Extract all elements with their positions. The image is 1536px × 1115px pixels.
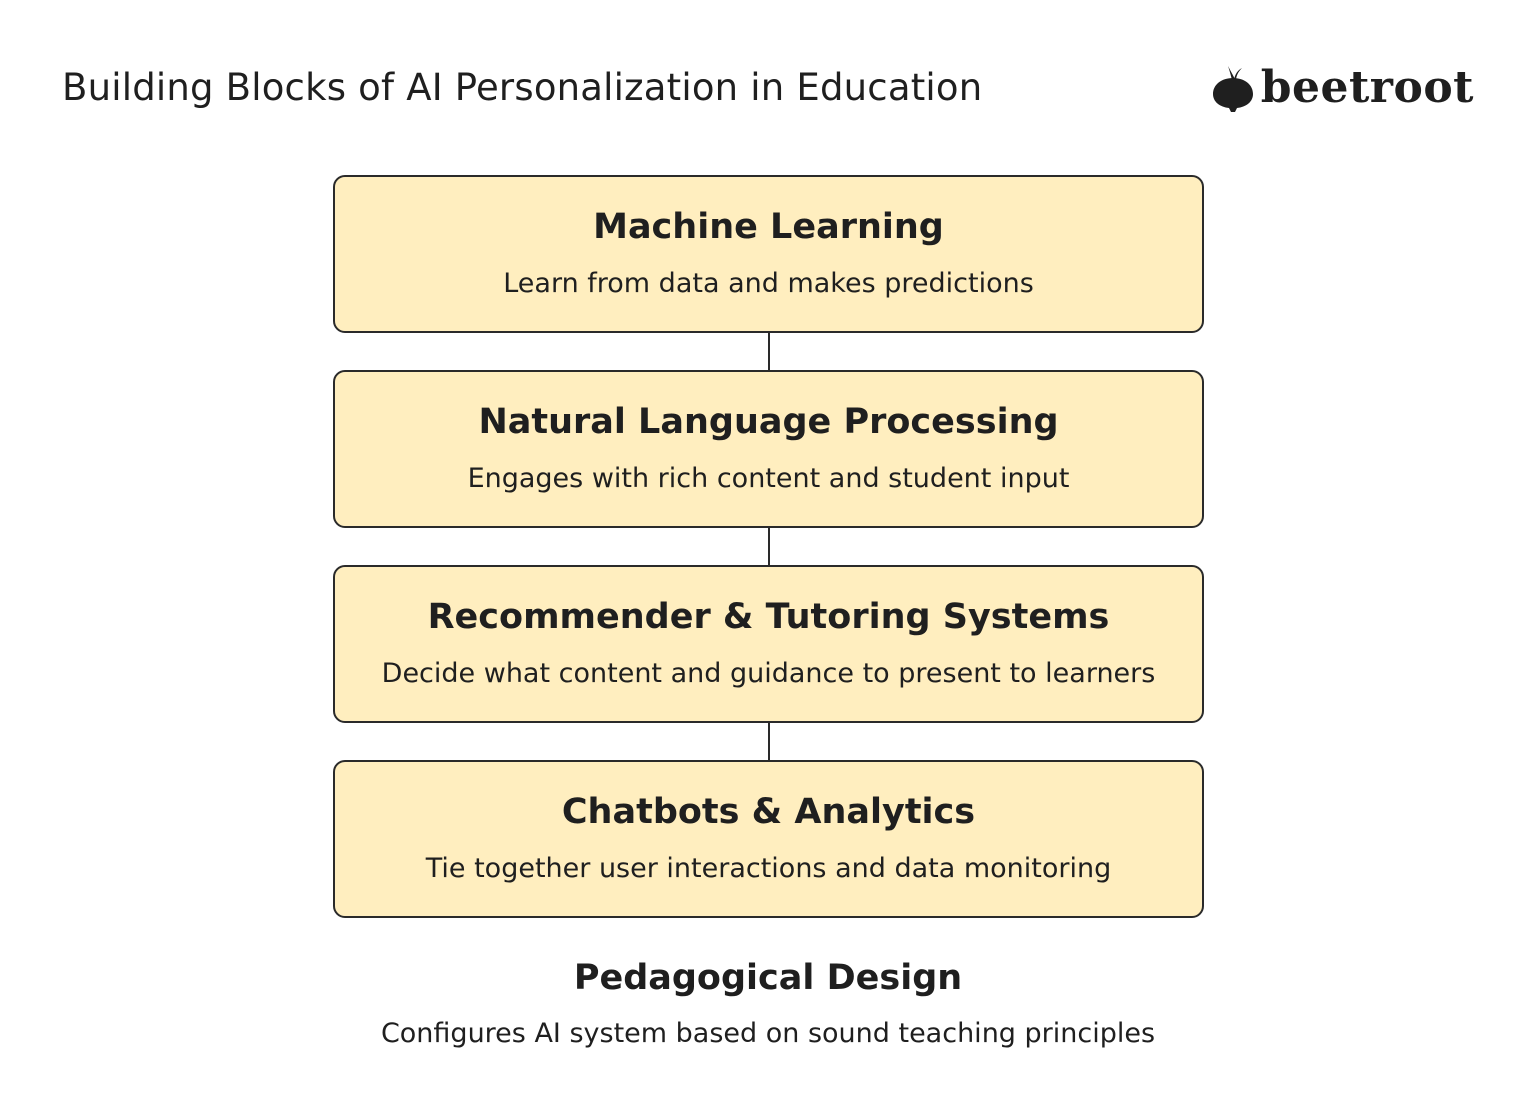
connector-line bbox=[768, 333, 770, 370]
connector-line bbox=[768, 528, 770, 565]
block-machine-learning: Machine Learning Learn from data and mak… bbox=[333, 175, 1204, 333]
block-description: Learn from data and makes predictions bbox=[503, 268, 1034, 299]
block-title: Natural Language Processing bbox=[478, 402, 1059, 442]
foundation-description: Configures AI system based on sound teac… bbox=[380, 1018, 1156, 1049]
block-natural-language-processing: Natural Language Processing Engages with… bbox=[333, 370, 1204, 528]
block-description: Decide what content and guidance to pres… bbox=[381, 658, 1156, 689]
connector-line bbox=[768, 723, 770, 760]
block-chatbots-analytics: Chatbots & Analytics Tie together user i… bbox=[333, 760, 1204, 918]
block-title: Machine Learning bbox=[593, 207, 944, 247]
block-title: Recommender & Tutoring Systems bbox=[427, 597, 1110, 637]
foundation-title: Pedagogical Design bbox=[573, 958, 963, 998]
brand-name: beetroot bbox=[1260, 62, 1474, 113]
page-title: Building Blocks of AI Personalization in… bbox=[62, 66, 983, 109]
block-recommender-tutoring: Recommender & Tutoring Systems Decide wh… bbox=[333, 565, 1204, 723]
block-description: Tie together user interactions and data … bbox=[425, 853, 1112, 884]
brand-logo: beetroot bbox=[1211, 64, 1474, 112]
block-title: Chatbots & Analytics bbox=[561, 792, 976, 832]
beetroot-logo-icon bbox=[1212, 66, 1253, 112]
block-description: Engages with rich content and student in… bbox=[467, 463, 1070, 494]
